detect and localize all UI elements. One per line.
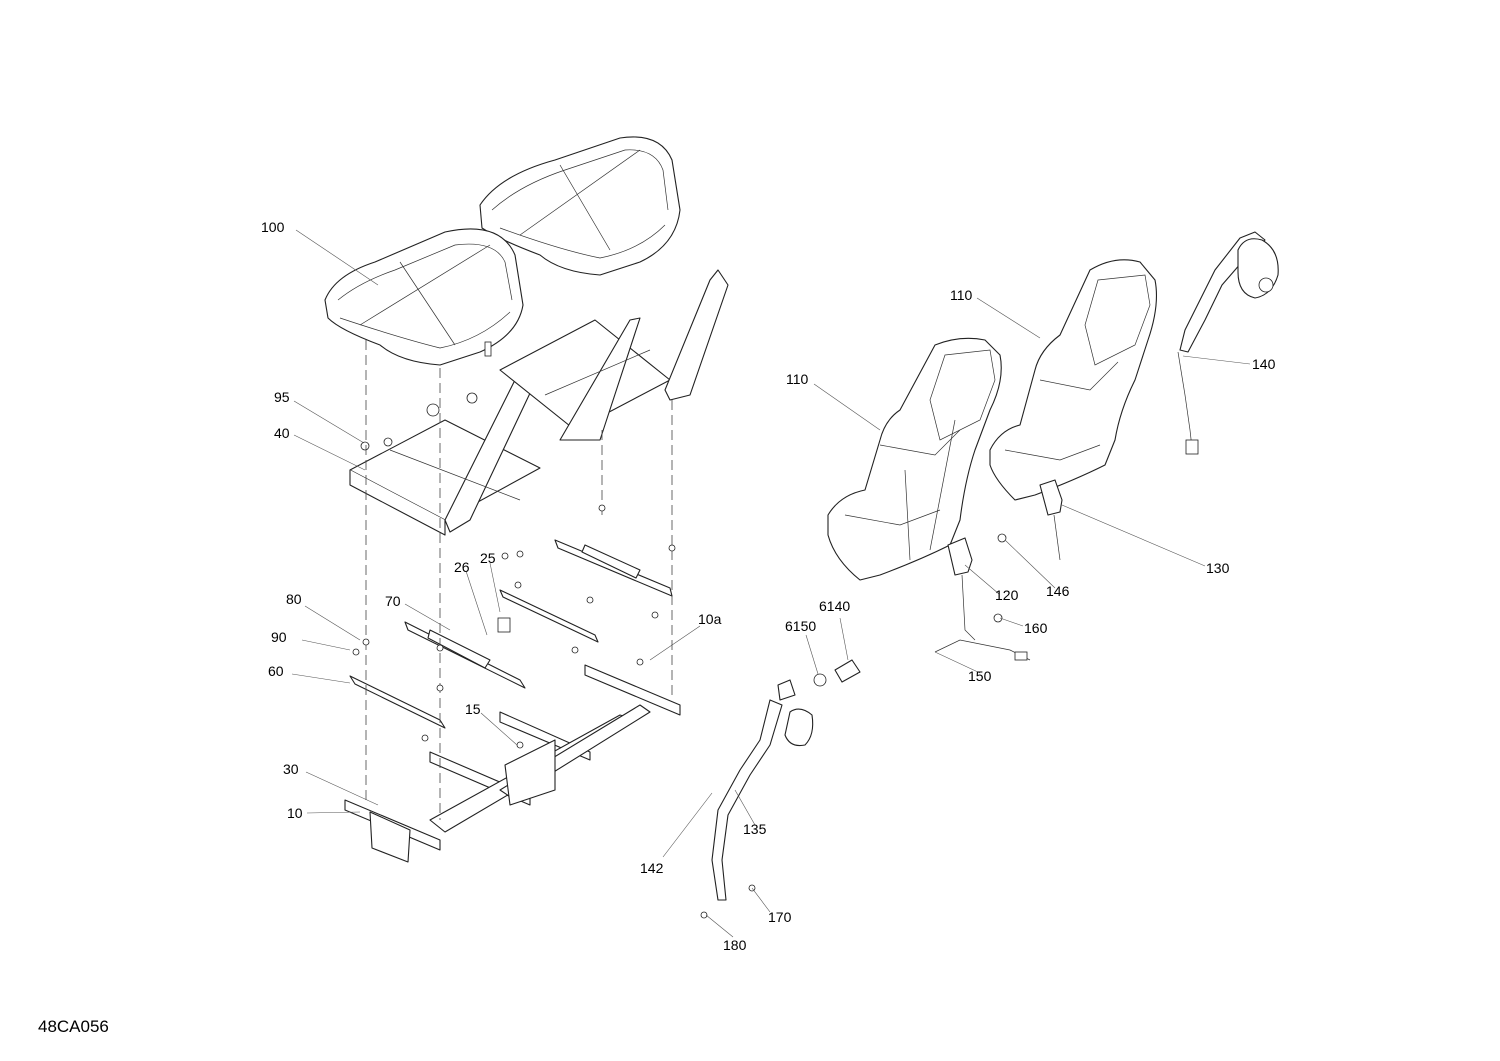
slide-rails xyxy=(349,539,673,729)
callout-26: 26 xyxy=(454,559,470,575)
callout-25: 25 xyxy=(480,550,496,566)
seat-cushion-rear xyxy=(479,136,681,276)
bucket-seat-right xyxy=(989,259,1157,501)
callout-40: 40 xyxy=(274,425,290,441)
fasteners-left xyxy=(352,504,676,749)
seat-belt-lower xyxy=(700,659,861,919)
callout-10: 10 xyxy=(287,805,303,821)
callout-15: 15 xyxy=(465,701,481,717)
callout-70: 70 xyxy=(385,593,401,609)
callout-180: 180 xyxy=(723,937,747,953)
callout-30: 30 xyxy=(283,761,299,777)
seat-base xyxy=(344,664,681,863)
callout-140: 140 xyxy=(1252,356,1276,372)
callout-6150: 6150 xyxy=(785,618,816,634)
seat-cushion-front xyxy=(324,228,524,366)
callout-10a: 10a xyxy=(698,611,722,627)
seat-belt-retractor-upper xyxy=(1177,231,1279,455)
callout-170: 170 xyxy=(768,909,792,925)
callout-150: 150 xyxy=(968,668,992,684)
callout-146: 146 xyxy=(1046,583,1070,599)
seat-belt-buckles xyxy=(934,479,1063,661)
callout-95: 95 xyxy=(274,389,290,405)
callout-100: 100 xyxy=(261,219,285,235)
bucket-seat-left xyxy=(827,337,1002,581)
callout-110-upper: 110 xyxy=(950,287,973,303)
leader-lines xyxy=(291,229,1251,938)
callout-80: 80 xyxy=(286,591,302,607)
callout-labels: 100 95 40 26 25 80 70 90 60 15 10a 30 10… xyxy=(261,219,1276,953)
callout-135: 135 xyxy=(743,821,767,837)
drawing-reference: 48CA056 xyxy=(38,1017,109,1036)
callout-160: 160 xyxy=(1024,620,1048,636)
callout-120: 120 xyxy=(995,587,1019,603)
callout-130: 130 xyxy=(1206,560,1230,576)
callout-60: 60 xyxy=(268,663,284,679)
callout-90: 90 xyxy=(271,629,287,645)
callout-110-lower: 110 xyxy=(786,371,809,387)
callout-142: 142 xyxy=(640,860,664,876)
callout-6140: 6140 xyxy=(819,598,850,614)
seat-frame xyxy=(349,269,729,536)
